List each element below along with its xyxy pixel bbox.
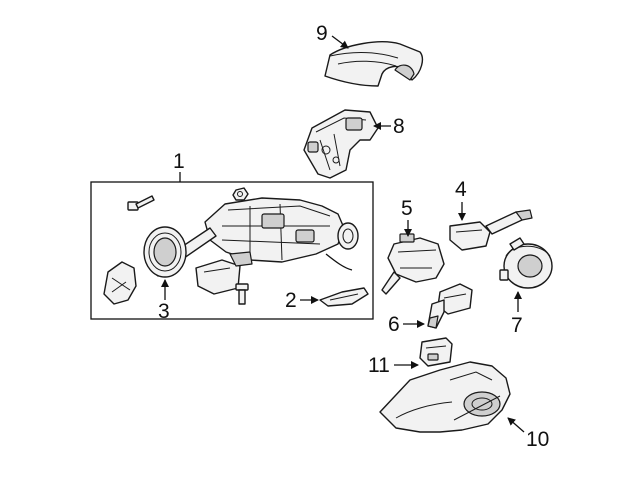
callout-9-label: 9 bbox=[316, 22, 328, 45]
part-6-ignition-switch bbox=[427, 283, 473, 329]
callout-7-label: 7 bbox=[511, 314, 523, 337]
column-bolt-upper bbox=[127, 195, 155, 211]
lock-housing bbox=[195, 259, 241, 295]
part-5-switch-housing bbox=[381, 233, 445, 295]
callout-2-label: 2 bbox=[285, 289, 297, 312]
part-4-multifunction-switch bbox=[449, 209, 533, 251]
part-1-assembly-frame bbox=[90, 181, 374, 320]
callout-6-label: 6 bbox=[388, 313, 400, 336]
callout-10: 10 bbox=[507, 417, 549, 451]
part-3-spring-ring bbox=[143, 226, 187, 278]
callout-5: 5 bbox=[401, 197, 413, 237]
callout-7: 7 bbox=[511, 291, 523, 337]
callout-8: 8 bbox=[373, 115, 405, 138]
part-8-column-housing bbox=[303, 109, 379, 179]
column-bolt-lower bbox=[235, 283, 249, 305]
column-nut bbox=[232, 187, 249, 201]
part-1-steering-column-assembly bbox=[103, 187, 359, 305]
callout-9: 9 bbox=[316, 22, 349, 49]
part-7-clock-spring bbox=[499, 237, 553, 289]
part-11-connector bbox=[419, 337, 453, 367]
callout-11-label: 11 bbox=[368, 354, 390, 377]
callout-4: 4 bbox=[455, 178, 467, 221]
callout-5-label: 5 bbox=[401, 197, 413, 220]
callout-10-label: 10 bbox=[526, 428, 549, 451]
part-9-upper-shroud bbox=[324, 41, 424, 87]
callout-6: 6 bbox=[388, 313, 425, 336]
callout-11: 11 bbox=[368, 354, 419, 377]
callout-3-label: 3 bbox=[158, 300, 170, 323]
part-2-bracket bbox=[319, 287, 369, 307]
callout-2: 2 bbox=[285, 289, 319, 312]
callout-4-label: 4 bbox=[455, 178, 467, 201]
part-10-lower-shroud bbox=[379, 361, 511, 433]
callout-3: 3 bbox=[158, 279, 170, 323]
callout-1-label: 1 bbox=[173, 150, 185, 173]
callout-9-leader bbox=[331, 35, 349, 49]
callout-1: 1 bbox=[173, 150, 185, 182]
callout-8-label: 8 bbox=[393, 115, 405, 138]
callout-10-leader bbox=[507, 417, 525, 433]
